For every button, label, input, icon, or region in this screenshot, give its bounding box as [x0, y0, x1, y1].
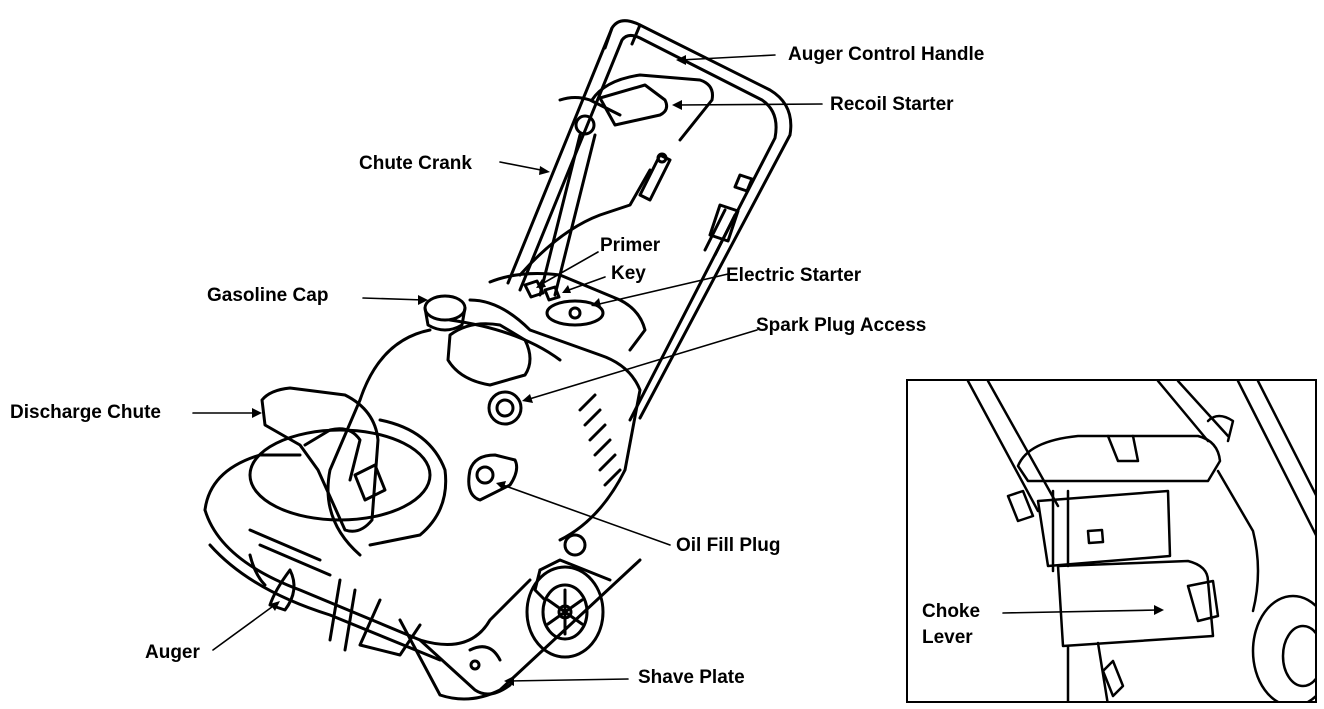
- engine-top: [488, 272, 647, 352]
- label-choke: Choke: [922, 601, 981, 622]
- leader-lines: [192, 54, 823, 682]
- inset-drawing: [966, 381, 1315, 701]
- label-chute-crank: Chute Crank: [359, 153, 472, 174]
- arrowheads: [252, 55, 686, 686]
- lower-frame: [398, 558, 642, 701]
- label-lever: Lever: [922, 627, 973, 648]
- body-housing: [326, 328, 432, 557]
- discharge-chute: [260, 386, 380, 533]
- label-gasoline-cap: Gasoline Cap: [207, 285, 329, 306]
- auger-blade: [268, 568, 296, 612]
- label-primer: Primer: [600, 235, 661, 256]
- label-recoil-starter: Recoil Starter: [830, 94, 954, 115]
- auger-control-bar: [590, 73, 714, 142]
- recoil-starter-grip: [598, 83, 669, 127]
- label-oil-fill-plug: Oil Fill Plug: [676, 535, 781, 556]
- wheel: [525, 565, 605, 659]
- label-shave-plate: Shave Plate: [638, 667, 745, 688]
- label-auger-control-handle: Auger Control Handle: [788, 44, 985, 65]
- shave-plate: [418, 638, 512, 696]
- gas-cap: [423, 294, 467, 322]
- label-auger: Auger: [145, 642, 200, 663]
- label-key: Key: [611, 263, 646, 284]
- spark-plug-access: [487, 390, 523, 426]
- label-spark-plug-access: Spark Plug Access: [756, 315, 927, 336]
- label-discharge-chute: Discharge Chute: [10, 402, 161, 423]
- oil-fill-plug: [467, 453, 519, 502]
- chute-crank-rod: [518, 168, 652, 277]
- handle-frame: [506, 19, 793, 420]
- choke-lever-inset: Choke Lever: [906, 379, 1317, 703]
- label-electric-starter: Electric Starter: [726, 265, 862, 286]
